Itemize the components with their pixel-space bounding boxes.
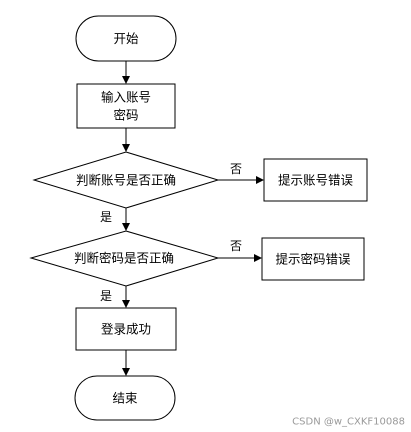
- start-terminal-shape: [75, 15, 177, 62]
- input-node: 输入账号 密码: [76, 83, 176, 129]
- edge-label-password-yes: 是: [100, 289, 112, 303]
- input-node-label-line-2: 密码: [113, 108, 138, 123]
- edge-label-account-yes: 是: [100, 210, 112, 224]
- password-error-process-shape: [261, 237, 365, 281]
- check-password-node: 判断密码是否正确: [29, 230, 220, 287]
- edge-label-account-no: 否: [230, 162, 242, 176]
- login-success-node-label: 登录成功: [101, 322, 151, 337]
- account-error-process-shape: [263, 158, 368, 202]
- password-error-node: 提示密码错误: [261, 237, 365, 281]
- check-password-node-label: 判断密码是否正确: [74, 251, 174, 266]
- account-error-node-label: 提示账号错误: [278, 173, 354, 188]
- end-node: 结束: [74, 375, 176, 421]
- end-node-label: 结束: [112, 391, 138, 406]
- watermark: CSDN @w_CXKF10088: [292, 417, 405, 428]
- input-process-shape: [76, 83, 176, 129]
- login-success-process-shape: [75, 307, 177, 351]
- account-error-node: 提示账号错误: [263, 158, 368, 202]
- login-success-node: 登录成功: [75, 307, 177, 351]
- check-password-decision-shape: [29, 230, 220, 287]
- edge-label-password-no: 否: [230, 239, 242, 253]
- check-account-node: 判断账号是否正确: [32, 151, 220, 209]
- input-node-label-line-1: 输入账号: [101, 90, 151, 105]
- check-account-node-label: 判断账号是否正确: [76, 173, 176, 188]
- start-node-label: 开始: [113, 31, 139, 46]
- end-terminal-shape: [74, 375, 176, 421]
- password-error-node-label: 提示密码错误: [275, 252, 351, 267]
- start-node: 开始: [75, 15, 177, 62]
- check-account-decision-shape: [32, 151, 220, 209]
